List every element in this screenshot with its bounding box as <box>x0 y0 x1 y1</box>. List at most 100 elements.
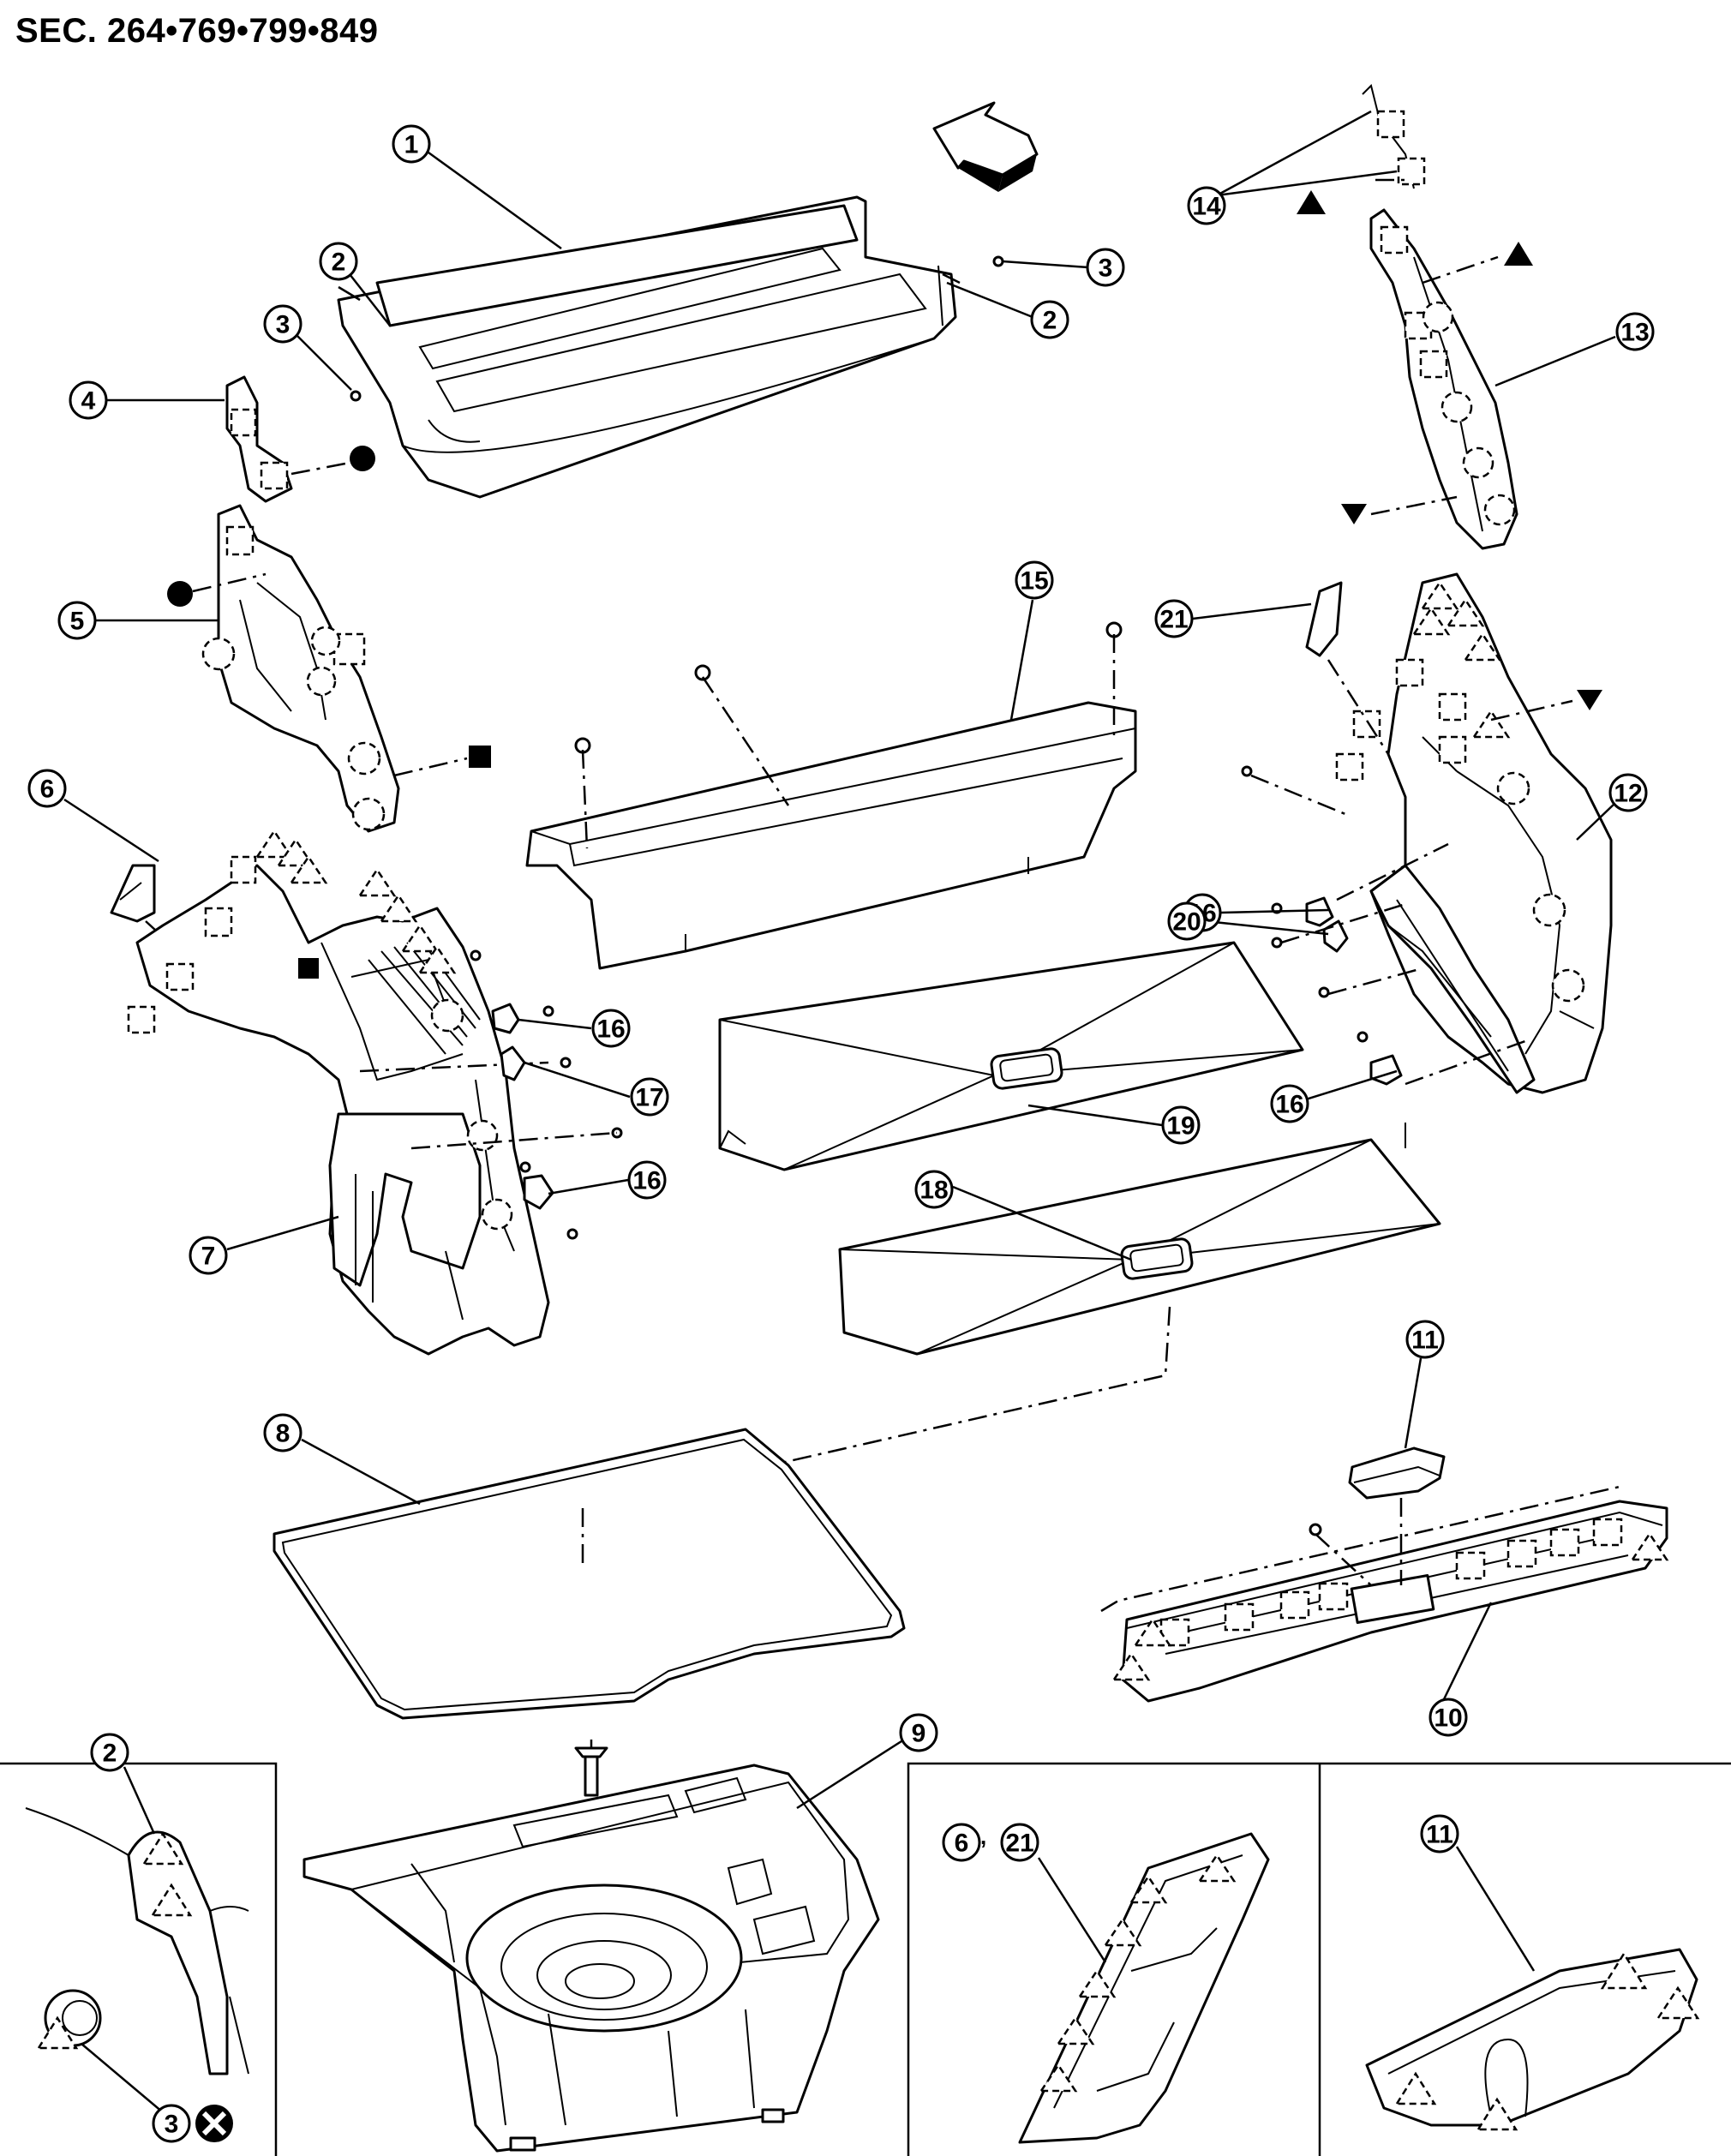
part-13-pillar-trim <box>1369 208 1518 550</box>
callout-15: 15 <box>1015 560 1054 600</box>
callout-2: 2 <box>1030 300 1069 339</box>
marker-circle-filled-2 <box>167 581 193 607</box>
callout-10: 10 <box>1429 1698 1468 1737</box>
callout-number: 11 <box>1426 1821 1453 1849</box>
callout-number: 1 <box>404 131 419 159</box>
callout-number: 16 <box>1275 1091 1303 1119</box>
part-19-luggage-board-upper <box>718 941 1304 1171</box>
callout-16: 16 <box>1270 1084 1309 1123</box>
callout-number: 9 <box>912 1720 926 1748</box>
part-18-luggage-board-lower <box>838 1123 1441 1356</box>
inset-strap-detail <box>25 1766 249 2142</box>
section-label: SEC. 264•769•799•849 <box>15 12 379 50</box>
inset-frames <box>0 1762 1731 2156</box>
part-5-quarter-trim-upper <box>201 504 400 833</box>
callout-6: 6 <box>942 1823 981 1862</box>
callout-16: 16 <box>591 1009 631 1048</box>
callout-2: 2 <box>90 1733 129 1772</box>
callout-4: 4 <box>69 380 108 420</box>
front-direction-arrow <box>932 101 1039 192</box>
part-8-floor-mat <box>273 1428 906 1720</box>
floor-mat-pin <box>574 1746 608 1797</box>
part-14-clips <box>1362 84 1426 189</box>
marker-triangle-up-1 <box>1297 190 1326 214</box>
callout-17: 17 <box>630 1077 669 1117</box>
part-7-lower-quarter-trim <box>127 829 550 1356</box>
part-15-pins <box>574 621 1123 754</box>
part-2-strap-left <box>338 285 361 302</box>
marker-triangle-down-2 <box>1577 690 1602 710</box>
callout-3: 3 <box>152 2104 191 2143</box>
part-12-quarter-trim-rh <box>1335 572 1613 1094</box>
callout-number: 2 <box>103 1740 117 1768</box>
callout-18: 18 <box>914 1170 954 1209</box>
callout-2: 2 <box>319 242 358 281</box>
callout-number: 5 <box>70 608 85 636</box>
leader-lines <box>63 110 1616 1810</box>
callout-21: 21 <box>1154 599 1194 638</box>
callout-3: 3 <box>1086 248 1125 287</box>
callout-16: 16 <box>627 1160 667 1200</box>
part-9-spare-tire-box <box>302 1764 880 2153</box>
callout-6: 6 <box>27 769 67 808</box>
callout-labels: 1223345678910111112131415161616161718192… <box>27 124 1655 2143</box>
part-3-pins <box>350 255 1004 402</box>
part-16-cap-left-2 <box>523 1174 554 1210</box>
part-2-strap-right <box>942 272 961 284</box>
callout-number: 3 <box>1099 255 1113 283</box>
callout-number: 21 <box>1005 1830 1033 1858</box>
callout-3: 3 <box>263 304 302 344</box>
callout-5: 5 <box>57 601 97 640</box>
part-1-parcel-shelf <box>337 195 957 499</box>
part-6-clip-bracket <box>110 864 156 923</box>
part-10-screw <box>1309 1523 1322 1536</box>
inset-grip-detail <box>1365 1846 1700 2131</box>
callout-number: 18 <box>919 1177 948 1205</box>
callout-number: 21 <box>1159 606 1188 634</box>
callout-8: 8 <box>263 1413 302 1452</box>
part-10-dashed-line <box>1100 1485 1620 1613</box>
callout-number: 4 <box>81 387 96 416</box>
callout-21: 21 <box>1000 1823 1039 1862</box>
part-20-clip <box>1322 919 1349 953</box>
callout-1: 1 <box>392 124 431 164</box>
inset-bracket-detail <box>1018 1832 1270 2144</box>
part-4-bracket <box>225 375 293 503</box>
callout-number: 10 <box>1434 1704 1462 1733</box>
callout-number: 3 <box>276 311 290 339</box>
callout-14: 14 <box>1187 186 1226 225</box>
part-11-grip <box>1348 1446 1446 1500</box>
callout-number: 16 <box>596 1015 625 1044</box>
callout-number: 19 <box>1166 1112 1195 1141</box>
screws-right <box>1241 765 1369 1043</box>
callout-12: 12 <box>1608 773 1648 812</box>
callout-number: 2 <box>332 249 346 277</box>
callout-number: 14 <box>1192 193 1221 221</box>
callout-number: 6 <box>40 776 55 804</box>
part-16-cap-left-1 <box>491 1003 520 1034</box>
inset-callout-separator: , <box>980 1824 986 1849</box>
callout-number: 15 <box>1020 567 1048 596</box>
callout-number: 3 <box>165 2111 179 2139</box>
callout-number: 13 <box>1620 319 1649 347</box>
marker-square-filled-2 <box>298 958 319 979</box>
callout-number: 20 <box>1172 908 1201 937</box>
part-16-cap-right-2 <box>1369 1054 1403 1086</box>
callout-number: 7 <box>201 1243 216 1271</box>
callout-11: 11 <box>1405 1320 1445 1359</box>
part-10-back-door-finisher <box>1111 1500 1669 1703</box>
callout-11: 11 <box>1420 1814 1459 1854</box>
marker-circle-filled-1 <box>350 446 375 471</box>
marker-triangle-down-1 <box>1341 504 1367 524</box>
marker-square-filled-1 <box>469 746 491 768</box>
callout-9: 9 <box>899 1713 938 1752</box>
callout-19: 19 <box>1161 1105 1201 1145</box>
callout-number: 8 <box>276 1420 290 1448</box>
callout-number: 12 <box>1614 780 1642 808</box>
part-16-cap-right-1 <box>1305 896 1334 927</box>
callout-number: 16 <box>632 1167 661 1195</box>
callout-number: 17 <box>635 1084 663 1112</box>
callout-number: 6 <box>955 1830 969 1858</box>
part-21-clip-bracket <box>1305 581 1343 657</box>
callout-13: 13 <box>1615 312 1655 351</box>
